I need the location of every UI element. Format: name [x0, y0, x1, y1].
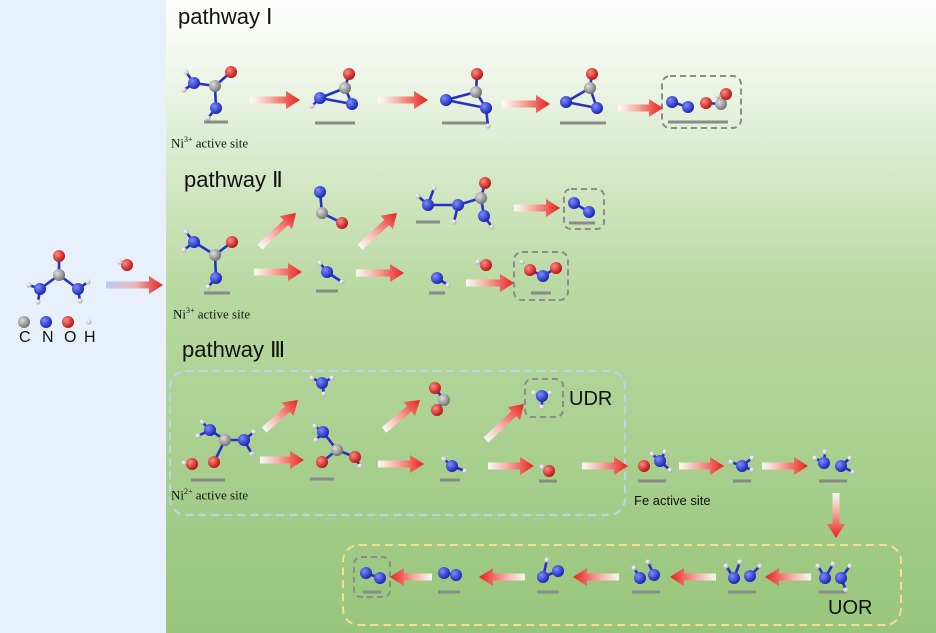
arrow-p1-2 [378, 91, 428, 109]
nco-p2 [314, 186, 348, 229]
arrow-uor-2 [670, 568, 716, 586]
uor-label: UOR [828, 597, 873, 619]
product-box-p1 [661, 75, 742, 129]
arrow-p3-5 [679, 457, 724, 475]
arrow-p2-1 [514, 199, 560, 217]
fe-adsorbate-3 [812, 449, 856, 483]
carbamate-p3 [310, 423, 363, 481]
arrow-p1-4 [618, 99, 663, 117]
arrow-p2-up-1 [257, 212, 297, 250]
arrow-p3-up-2 [381, 399, 421, 433]
urea-ni3-p1 [181, 66, 237, 124]
uor-5 [438, 567, 462, 594]
arrow-p2-up-2 [357, 212, 398, 250]
product-box-udr [524, 378, 564, 418]
products-p1 [666, 88, 732, 124]
ni3-site-label-1: Ni3+ active site [171, 135, 249, 151]
urea-ni3-p2 [181, 229, 238, 295]
legend-label-c: C [19, 329, 31, 346]
product-box-p2-no2 [513, 251, 569, 301]
uor-box [342, 544, 902, 626]
urea-ni2-p3 [181, 419, 257, 482]
arrows-layer [106, 91, 845, 586]
product-box-p2-n2 [563, 188, 605, 230]
udr-label: UDR [569, 388, 613, 410]
legend-label-h: H [84, 329, 96, 346]
arrow-p3-6 [762, 457, 808, 475]
arrow-uor-3 [573, 568, 619, 586]
left-panel [0, 0, 166, 633]
no2-p2 [519, 259, 562, 295]
pathway-3-title: pathway Ⅲ [182, 337, 286, 362]
nh2-p2 [316, 260, 345, 293]
arrow-p3-3 [488, 457, 534, 475]
arrow-p2-4 [466, 274, 514, 292]
arrow-uor-4 [479, 568, 525, 586]
ni3-site-label-2: Ni3+ active site [173, 306, 251, 322]
fe-adsorbate-2 [728, 455, 755, 483]
nh-p2 [429, 272, 451, 295]
uor-2 [723, 559, 763, 594]
nh2-p3 [440, 456, 468, 482]
nh3-udr [531, 390, 553, 410]
n2-p2 [568, 197, 595, 225]
oh-reactant [117, 259, 133, 271]
arrow-p3-1 [260, 451, 304, 469]
urea-reactant [26, 250, 91, 305]
uor-4 [537, 557, 564, 594]
arrow-uor-5 [390, 568, 432, 586]
arrow-reactant [106, 276, 163, 294]
arrow-p2-2 [254, 263, 302, 281]
ni2-site-label: Ni2+ active site [171, 487, 249, 503]
oh-p2-free [475, 259, 492, 271]
pathway-2-title: pathway Ⅱ [184, 167, 283, 192]
oh-p3 [539, 464, 557, 483]
legend-label-n: N [42, 329, 54, 346]
arrow-p3-up-1 [261, 400, 298, 433]
arrow-p3-4 [582, 457, 628, 475]
uor-3 [631, 559, 660, 594]
uor-n2 [360, 567, 386, 594]
intermediate-p1-c [560, 68, 606, 125]
arrow-p3-2 [378, 455, 424, 473]
legend-label-o: O [64, 329, 77, 346]
fe-adsorbate-1 [638, 449, 673, 483]
legend-atoms [18, 316, 92, 328]
udr-box [169, 370, 626, 516]
arrow-p3-down [827, 493, 845, 538]
arrow-uor-1 [765, 568, 811, 586]
uor-1 [815, 561, 853, 594]
pathway-1-title: pathway Ⅰ [178, 4, 273, 29]
fe-site-label: Fe active site [634, 493, 711, 508]
co2-p3 [429, 382, 450, 416]
intermediate-p1-a [309, 68, 358, 125]
nh-urea-p2 [415, 177, 495, 230]
arrow-p1-3 [502, 95, 550, 113]
main-panel [166, 0, 936, 633]
nh3-p3 [309, 375, 335, 397]
intermediate-p1-b [440, 68, 492, 129]
arrow-p1-1 [250, 91, 300, 109]
molecules-layer [18, 66, 856, 594]
arrow-p3-up-3 [483, 404, 524, 443]
arrow-p2-3 [356, 264, 404, 282]
